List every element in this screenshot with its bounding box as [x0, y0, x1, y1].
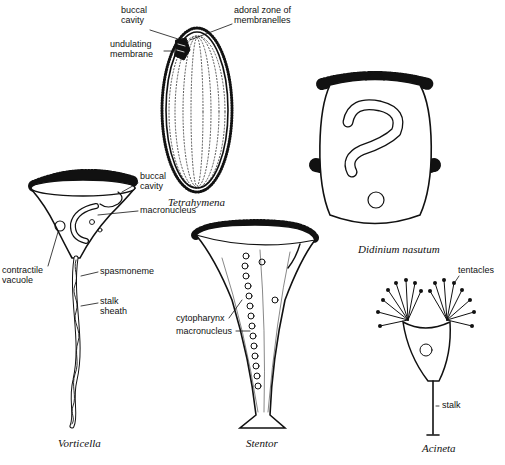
part-label: buccal cavity	[121, 6, 166, 26]
species-name: Stentor	[246, 437, 278, 449]
part-label: spasmoneme	[100, 267, 154, 277]
part-label: undulating membrane	[110, 40, 166, 60]
part-label: macronucleus	[140, 206, 196, 216]
acineta-figure	[376, 276, 476, 435]
species-name: Didinium nasutum	[358, 243, 440, 255]
part-label: adoral zone of membranelles	[234, 6, 306, 26]
species-name: Vorticella	[58, 437, 101, 449]
part-label: macronucleus	[176, 327, 232, 337]
vorticella-figure	[31, 175, 138, 426]
part-label: contractile vacuole	[2, 266, 52, 286]
part-label: stalk	[442, 401, 461, 411]
species-name: Acineta	[422, 442, 456, 454]
stentor-figure	[196, 224, 315, 428]
part-label: cytopharynx	[176, 314, 225, 324]
tetrahymena-figure	[150, 24, 232, 192]
part-label: stalk sheath	[100, 297, 134, 317]
didinium-figure	[316, 72, 434, 224]
part-label: buccal cavity	[140, 172, 185, 192]
part-label: tentacles	[458, 266, 494, 276]
